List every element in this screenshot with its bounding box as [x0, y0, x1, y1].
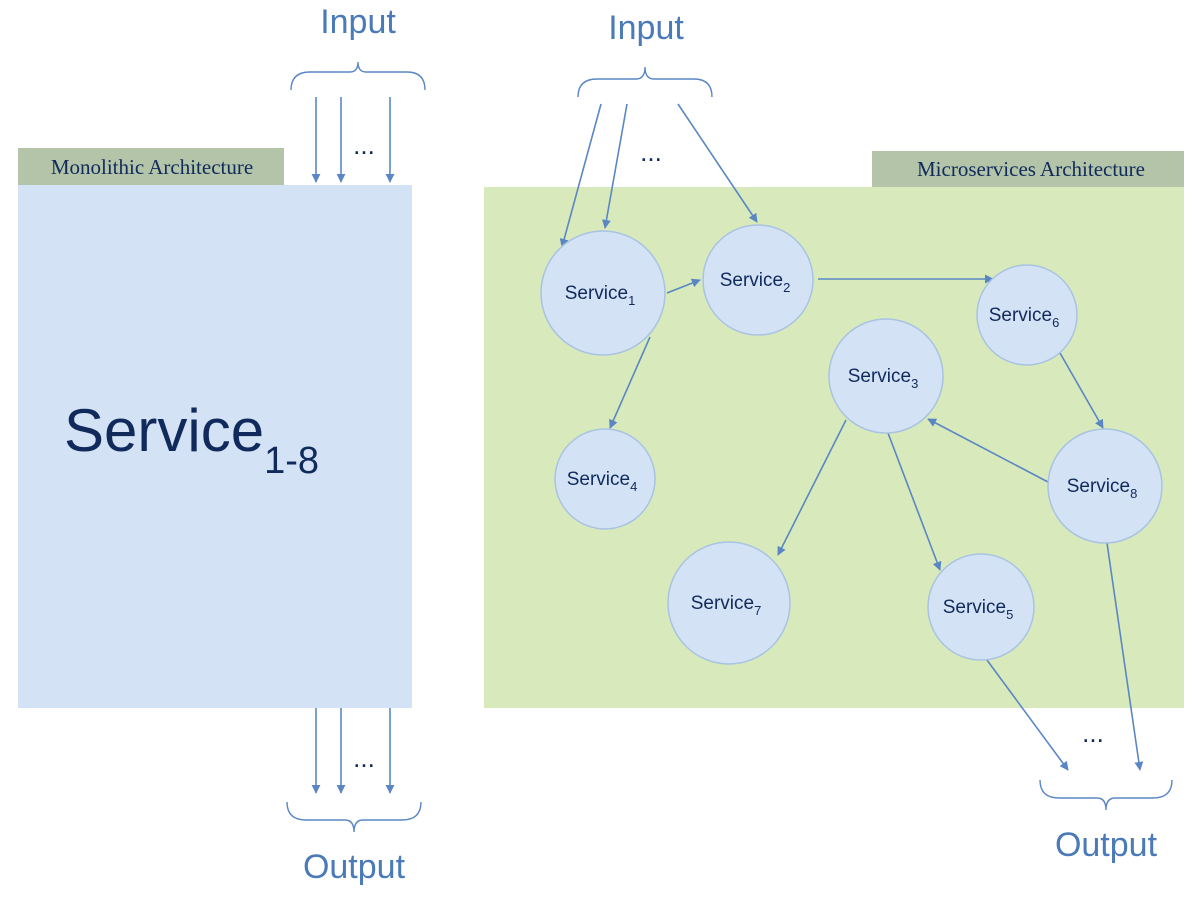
monolithic-output-brace [286, 801, 422, 833]
monolithic-output-label: Output [303, 848, 406, 886]
microservices-output-label: Output [1055, 826, 1158, 864]
service-node-label: Service2 [720, 270, 791, 295]
microservices-output-brace [1039, 779, 1173, 811]
service-node-circle [540, 230, 666, 356]
service-node-circle [554, 428, 656, 530]
monolithic-input-ellipsis: ... [353, 130, 375, 160]
edge-s8-s3 [927, 418, 1049, 483]
service-node-s1: Service1 [540, 230, 666, 356]
edge-s6-s8 [1059, 352, 1104, 429]
service-node-circle [927, 553, 1035, 661]
service-node-label: Service7 [691, 593, 762, 618]
service-node-subscript: 8 [1130, 486, 1137, 501]
service-node-circle [976, 264, 1078, 366]
microservices-input-arrow [601, 103, 628, 229]
microservices-input-arrow [559, 103, 602, 248]
service-node-label: Service5 [943, 597, 1014, 622]
monolithic-box [18, 185, 412, 708]
service-edges [609, 274, 1104, 571]
monolithic-input-label: Input [320, 3, 396, 41]
microservices-title-bg [872, 151, 1184, 187]
service-node-s2: Service2 [702, 224, 814, 336]
microservices-title: Microservices Architecture [917, 157, 1145, 181]
monolithic-service-label: Service1-8 [64, 397, 319, 482]
service-node-subscript: 6 [1052, 315, 1059, 330]
service-node-circle [1047, 428, 1163, 544]
service-node-circle [667, 541, 791, 665]
monolithic-title: Monolithic Architecture [51, 155, 253, 179]
monolithic-output-ellipsis: ... [353, 743, 375, 773]
microservices-output-arrow [1106, 542, 1144, 771]
monolithic-service-subscript: 1-8 [264, 440, 319, 482]
edge-s1-s2 [666, 278, 701, 294]
edge-s1-s4 [609, 336, 651, 429]
microservices-output-ellipsis: ... [1082, 718, 1104, 748]
microservices-input-arrow [677, 103, 758, 223]
microservices-output-arrow [983, 655, 1069, 771]
service-node-label: Service1 [565, 283, 636, 308]
service-node-s8: Service8 [1047, 428, 1163, 544]
service-node-subscript: 3 [911, 376, 918, 391]
service-node-subscript: 1 [628, 293, 635, 308]
service-node-label: Service4 [567, 469, 638, 494]
service-node-label: Service6 [989, 305, 1060, 330]
monolithic-section: Monolithic Architecture Service1-8 Input… [18, 3, 426, 886]
service-node-s5: Service5 [927, 553, 1035, 661]
service-nodes: Service1 Service2Service3Service4Service5… [540, 224, 1163, 665]
service-node-circle [828, 318, 944, 434]
service-node-label: Service8 [1067, 476, 1138, 501]
microservices-input-label: Input [608, 9, 684, 47]
service-node-subscript: 5 [1006, 607, 1013, 622]
microservices-input-brace [577, 66, 713, 98]
edge-s3-s5 [887, 432, 942, 571]
microservices-section: Microservices Architecture Input ... Ser… [484, 9, 1184, 864]
service-node-subscript: 7 [754, 603, 761, 618]
service-node-subscript: 4 [630, 479, 637, 494]
edge-s3-s7 [777, 419, 847, 556]
service-node-s4: Service4 [554, 428, 656, 530]
service-node-subscript: 2 [783, 280, 790, 295]
service-node-circle [702, 224, 814, 336]
microservices-input-ellipsis: ... [640, 137, 662, 167]
service-node-s7: Service7 [667, 541, 791, 665]
service-node-s3: Service3 [828, 318, 944, 434]
service-node-s6: Service6 [976, 264, 1078, 366]
monolithic-title-bg [18, 148, 284, 185]
monolithic-input-brace [290, 61, 426, 91]
service-node-label: Service3 [848, 366, 919, 391]
